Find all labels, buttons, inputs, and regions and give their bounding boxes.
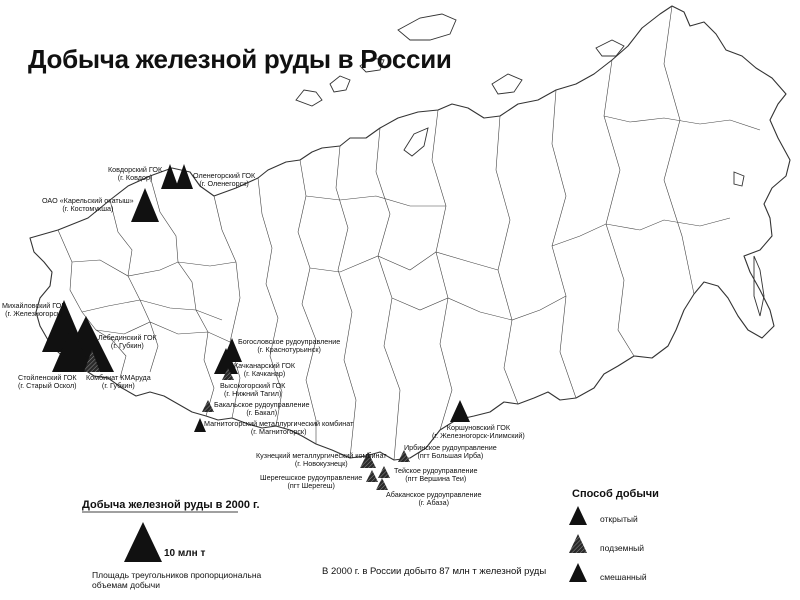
triangle-teya <box>378 466 390 478</box>
legend-method-mixed: смешанный <box>600 572 647 582</box>
triangle-irba <box>398 450 410 462</box>
label-bogoslovsk: Богословское рудоуправление(г. Краснотур… <box>238 337 341 355</box>
label-kuznetsk: Кузнецкий металлургический комбинат(г. Н… <box>256 451 387 469</box>
triangle-kostomuksha <box>131 188 159 222</box>
label-magnitogorsk: Магнитогорский металлургический комбинат… <box>204 419 354 437</box>
triangle-korshunovsky <box>450 400 470 422</box>
triangle-magnitogorsk <box>194 418 206 432</box>
label-kovdor: Ковдорский ГОК(г. Ковдор) <box>108 165 163 183</box>
label-bakal: Бакальское рудоуправление(г. Бакал) <box>214 400 310 418</box>
label-irba: Ирбинское рудоуправление(пгт Большая Ирб… <box>404 443 497 461</box>
triangle-olenegorsk <box>175 164 193 189</box>
label-olenegorsk: Оленегорский ГОК(г. Оленегорск) <box>193 171 256 189</box>
legend-method-underground: подземный <box>600 543 645 553</box>
triangle-kachkanar <box>214 348 238 374</box>
label-abaza: Абаканское рудоуправление(г. Абаза) <box>386 490 482 508</box>
triangle-sheregesh <box>366 470 378 482</box>
label-lebedinsky: Лебединский ГОК(г. Губкин) <box>98 333 157 351</box>
triangle-vysokogorsk <box>222 368 234 380</box>
label-teya: Тейское рудоуправление(пгт Вершина Теи) <box>394 466 478 484</box>
label-stoilensky: Стойленский ГОК(г. Старый Оскол) <box>18 373 77 391</box>
map-title: Добыча железной руды в России <box>28 44 452 74</box>
triangle-abaza <box>376 478 388 490</box>
legend-size-triangle <box>124 522 162 562</box>
legend-size-title: Добыча железной руды в 2000 г. <box>82 499 260 511</box>
region-borders <box>57 5 761 461</box>
label-kostomuksha: ОАО «Карельский окатыш»(г. Костомукша) <box>42 196 134 214</box>
mine-markers <box>42 164 470 490</box>
legend-size-value: 10 млн т <box>164 548 206 559</box>
label-korshunovsky: Коршуновский ГОК(г. Железногорск-Илимски… <box>432 423 525 441</box>
label-sheregesh: Шерегешское рудоуправление(пгт Шерегеш) <box>260 473 363 491</box>
triangle-bakal <box>202 400 214 412</box>
footnote: В 2000 г. в России добыто 87 млн т желез… <box>322 566 547 577</box>
label-kachkanar: Качканарский ГОК(г. Качканар) <box>234 361 296 379</box>
legend-mixed-triangle <box>569 563 587 582</box>
label-kmaruda: Комбинат КМАруда(г. Губкин) <box>86 373 151 391</box>
legend-size-note: Площадь треугольников пропорциональна об… <box>92 570 262 590</box>
triangle-kuznetsk <box>360 452 376 468</box>
label-vysokogorsk: Высокогорский ГОК(г. Нижний Тагил) <box>220 381 286 399</box>
legend-open-triangle <box>569 506 587 525</box>
label-mikhailovsky: Михайловский ГОК(г. Железногорск) <box>2 301 66 319</box>
arctic-islands <box>295 13 765 317</box>
legend-underground-triangle <box>569 534 587 553</box>
triangle-stoilensky <box>52 326 92 372</box>
triangle-kmaruda <box>84 350 100 372</box>
legend-method-title: Способ добычи <box>572 488 659 500</box>
legend-method-open: открытый <box>600 514 638 524</box>
triangle-kovdor <box>161 164 179 189</box>
russia-outline <box>29 5 791 461</box>
